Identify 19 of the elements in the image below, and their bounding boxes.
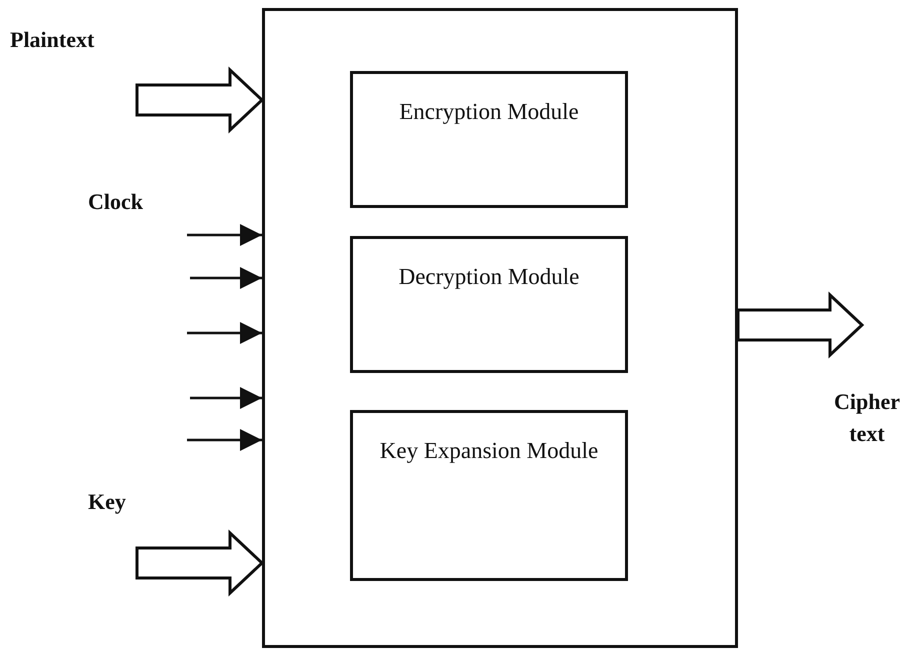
module-name: Encryption Module bbox=[398, 98, 580, 126]
signal-label: Key bbox=[88, 486, 138, 518]
signal-label: Plaintext bbox=[10, 24, 120, 56]
arrow bbox=[187, 224, 262, 246]
module-box bbox=[350, 71, 628, 208]
arrow bbox=[187, 322, 262, 344]
block-arrow bbox=[136, 66, 264, 134]
block-arrow bbox=[136, 530, 264, 596]
signal-label: Cipher text bbox=[822, 386, 912, 450]
block-arrow bbox=[736, 292, 864, 358]
arrow bbox=[190, 387, 262, 409]
block-box bbox=[262, 8, 738, 648]
arrow bbox=[190, 267, 262, 289]
arrow bbox=[187, 429, 262, 451]
module-box bbox=[350, 410, 628, 581]
module-name: Key Expansion Module bbox=[378, 437, 600, 465]
signal-label: Clock bbox=[88, 186, 158, 218]
module-box bbox=[350, 236, 628, 373]
module-name: Decryption Module bbox=[398, 263, 580, 291]
